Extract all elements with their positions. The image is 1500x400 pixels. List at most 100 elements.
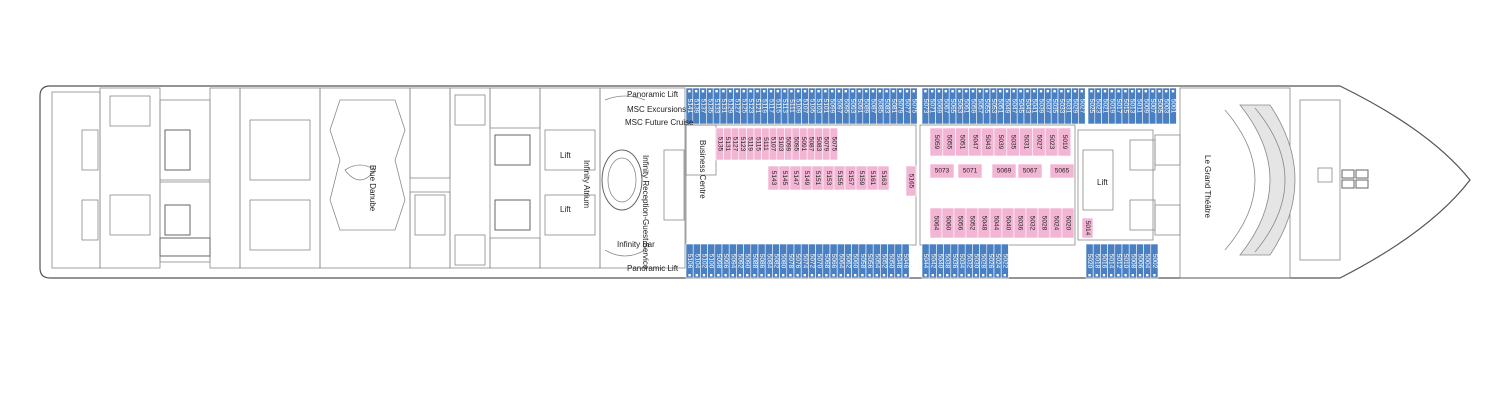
cabin-5107[interactable]: 5107 <box>768 127 778 161</box>
cabin-5059[interactable]: 5059 <box>969 87 977 125</box>
cabin-5107[interactable]: 5107 <box>801 87 809 125</box>
cabin-5145[interactable]: 5145 <box>778 165 791 191</box>
cabin-5065[interactable]: 5065 <box>948 87 957 125</box>
cabin-5023[interactable]: 5023 <box>1044 127 1059 157</box>
cabin-5064[interactable]: 5064 <box>836 243 845 279</box>
cabin-5090[interactable]: 5090 <box>743 243 752 279</box>
cabin-5095[interactable]: 5095 <box>842 87 850 125</box>
cabin-5075[interactable]: 5075 <box>910 87 918 125</box>
cabin-5036[interactable]: 5036 <box>950 243 959 279</box>
cabin-5087[interactable]: 5087 <box>806 127 816 161</box>
cabin-5127[interactable]: 5127 <box>730 127 740 161</box>
cabin-5030[interactable]: 5030 <box>972 243 980 279</box>
cabin-5121[interactable]: 5121 <box>753 87 762 125</box>
cabin-5027[interactable]: 5027 <box>1078 87 1086 125</box>
cabin-5088[interactable]: 5088 <box>750 243 759 279</box>
cabin-5103[interactable]: 5103 <box>814 87 823 125</box>
cabin-5055[interactable]: 5055 <box>982 87 991 125</box>
cabin-5010[interactable]: 5010 <box>1121 243 1130 279</box>
cabin-5048[interactable]: 5048 <box>977 207 991 239</box>
cabin-5089[interactable]: 5089 <box>862 87 870 125</box>
cabin-5047[interactable]: 5047 <box>968 127 982 157</box>
cabin-5157[interactable]: 5157 <box>844 165 857 191</box>
cabin-5147[interactable]: 5147 <box>789 165 802 191</box>
cabin-5052[interactable]: 5052 <box>880 243 888 279</box>
cabin-5032[interactable]: 5032 <box>964 243 973 279</box>
cabin-5058[interactable]: 5058 <box>858 243 867 279</box>
cabin-5104[interactable]: 5104 <box>692 243 701 279</box>
cabin-5080[interactable]: 5080 <box>779 243 788 279</box>
cabin-5084[interactable]: 5084 <box>764 243 773 279</box>
cabin-5019[interactable]: 5019 <box>1057 127 1072 157</box>
cabin-5033[interactable]: 5033 <box>1057 87 1066 125</box>
cabin-5091[interactable]: 5091 <box>799 127 808 161</box>
cabin-5125[interactable]: 5125 <box>740 87 748 125</box>
cabin-5015[interactable]: 5015 <box>1121 87 1130 125</box>
cabin-5070[interactable]: 5070 <box>815 243 824 279</box>
cabin-5111[interactable]: 5111 <box>787 87 796 125</box>
cabin-5078[interactable]: 5078 <box>786 243 795 279</box>
cabin-5159[interactable]: 5159 <box>855 165 868 191</box>
cabin-5040[interactable]: 5040 <box>1001 207 1015 239</box>
cabin-5073[interactable]: 5073 <box>929 163 955 179</box>
cabin-5087[interactable]: 5087 <box>869 87 877 125</box>
cabin-5037[interactable]: 5037 <box>1044 87 1052 125</box>
cabin-5031[interactable]: 5031 <box>1064 87 1072 125</box>
cabin-5085[interactable]: 5085 <box>876 87 884 125</box>
cabin-5103[interactable]: 5103 <box>776 127 785 161</box>
cabin-5022[interactable]: 5022 <box>1000 243 1009 279</box>
cabin-5045[interactable]: 5045 <box>1016 87 1025 125</box>
cabin-5153[interactable]: 5153 <box>822 165 835 191</box>
cabin-5052[interactable]: 5052 <box>965 207 979 239</box>
cabin-5119[interactable]: 5119 <box>746 127 755 161</box>
cabin-5043[interactable]: 5043 <box>1023 87 1032 125</box>
cabin-5035[interactable]: 5035 <box>1050 87 1059 125</box>
cabin-5115[interactable]: 5115 <box>753 127 762 161</box>
cabin-5079[interactable]: 5079 <box>822 127 831 161</box>
cabin-5071[interactable]: 5071 <box>957 163 983 179</box>
cabin-5036[interactable]: 5036 <box>1013 207 1027 239</box>
cabin-5067[interactable]: 5067 <box>942 87 950 125</box>
cabin-5123[interactable]: 5123 <box>746 87 755 125</box>
cabin-5106[interactable]: 5106 <box>685 243 694 279</box>
cabin-5135[interactable]: 5135 <box>715 127 724 161</box>
cabin-5013[interactable]: 5013 <box>1128 87 1136 125</box>
cabin-5044[interactable]: 5044 <box>989 207 1003 239</box>
cabin-5127[interactable]: 5127 <box>733 87 741 125</box>
cabin-5133[interactable]: 5133 <box>712 87 721 125</box>
cabin-5143[interactable]: 5143 <box>767 165 780 191</box>
cabin-5048[interactable]: 5048 <box>894 243 903 279</box>
cabin-5014[interactable]: 5014 <box>1107 243 1116 279</box>
cabin-5074[interactable]: 5074 <box>800 243 809 279</box>
cabin-5053[interactable]: 5053 <box>989 87 998 125</box>
cabin-5161[interactable]: 5161 <box>866 165 879 191</box>
cabin-5001[interactable]: 5001 <box>1169 87 1177 125</box>
cabin-5076[interactable]: 5076 <box>793 243 802 279</box>
cabin-5067[interactable]: 5067 <box>1017 163 1043 179</box>
cabin-5049[interactable]: 5049 <box>1003 87 1011 125</box>
cabin-5026[interactable]: 5026 <box>986 243 995 279</box>
cabin-5054[interactable]: 5054 <box>872 243 881 279</box>
cabin-5051[interactable]: 5051 <box>955 127 969 157</box>
cabin-5050[interactable]: 5050 <box>887 243 896 279</box>
cabin-5075[interactable]: 5075 <box>829 127 838 161</box>
cabin-5057[interactable]: 5057 <box>976 87 984 125</box>
cabin-5034[interactable]: 5034 <box>957 243 966 279</box>
cabin-5109[interactable]: 5109 <box>794 87 802 125</box>
cabin-5002[interactable]: 5002 <box>1150 243 1159 279</box>
cabin-5062[interactable]: 5062 <box>844 243 852 279</box>
cabin-5060[interactable]: 5060 <box>851 243 860 279</box>
cabin-5117[interactable]: 5117 <box>767 87 775 125</box>
cabin-5046[interactable]: 5046 <box>901 243 910 279</box>
cabin-5028[interactable]: 5028 <box>979 243 988 279</box>
cabin-5006[interactable]: 5006 <box>1136 243 1144 279</box>
cabin-5043[interactable]: 5043 <box>980 127 995 157</box>
cabin-5155[interactable]: 5155 <box>833 165 846 191</box>
cabin-5098[interactable]: 5098 <box>714 243 723 279</box>
cabin-5129[interactable]: 5129 <box>726 87 734 125</box>
cabin-5063[interactable]: 5063 <box>955 87 964 125</box>
cabin-5039[interactable]: 5039 <box>1037 87 1045 125</box>
cabin-5009[interactable]: 5009 <box>1142 87 1150 125</box>
cabin-5039[interactable]: 5039 <box>993 127 1008 157</box>
cabin-5099[interactable]: 5099 <box>784 127 793 161</box>
